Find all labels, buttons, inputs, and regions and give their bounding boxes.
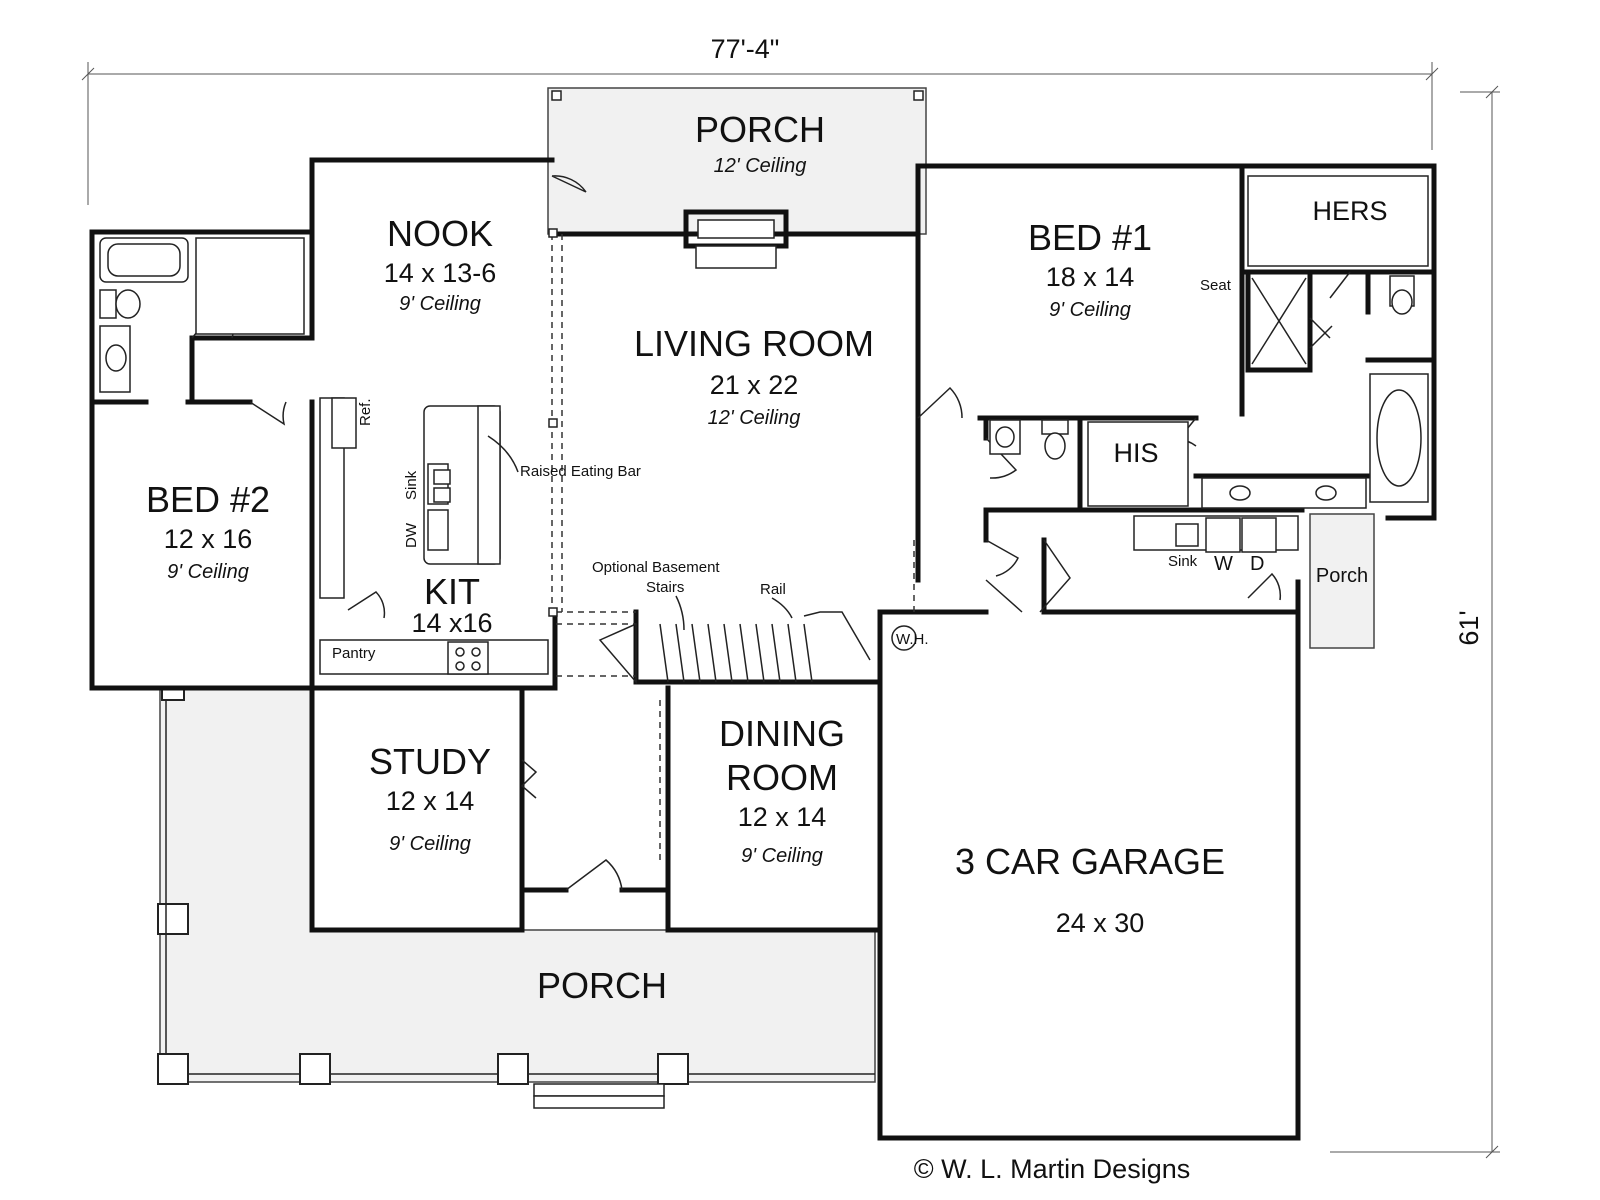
rear-porch-label: PORCH 12' Ceiling	[695, 109, 825, 177]
room-name-line1: DINING	[719, 713, 845, 754]
room-size: 12 x 16	[164, 524, 253, 554]
side-porch-label: Porch	[1316, 565, 1368, 587]
room-ceiling: 9' Ceiling	[741, 845, 823, 867]
laundry-sink-label: Sink	[1168, 553, 1198, 570]
pantry-label: Pantry	[332, 645, 376, 662]
room-name: BED #1	[1028, 217, 1152, 258]
front-steps	[533, 1083, 665, 1109]
kitchen-sink-label: Sink	[403, 470, 420, 500]
ref-label: Ref.	[357, 398, 374, 426]
kitchen-label: KIT 14 x16	[411, 571, 492, 638]
dimension-width: 77'-4"	[81, 34, 1439, 205]
depth-label: 61'	[1454, 610, 1484, 645]
room-name: LIVING ROOM	[634, 323, 874, 364]
room-ceiling: 12' Ceiling	[708, 407, 801, 429]
room-name: KIT	[424, 571, 480, 612]
dimension-depth: 61'	[1330, 85, 1500, 1159]
front-porch-label: PORCH	[537, 965, 667, 1006]
room-name-line2: ROOM	[726, 757, 838, 798]
dining-room-label: DINING ROOM 12 x 14 9' Ceiling	[719, 713, 845, 867]
room-ceiling: 9' Ceiling	[167, 561, 249, 583]
width-label: 77'-4"	[711, 34, 780, 64]
room-name: STUDY	[369, 741, 491, 782]
living-room-label: LIVING ROOM 21 x 22 12' Ceiling	[634, 323, 874, 429]
room-name: PORCH	[695, 109, 825, 150]
room-name: NOOK	[387, 213, 493, 254]
garage-label: 3 CAR GARAGE 24 x 30	[955, 841, 1225, 938]
bed2-label: BED #2 12 x 16 9' Ceiling	[146, 479, 270, 583]
room-size: 24 x 30	[1056, 908, 1145, 938]
basement-stairs-label-line2: Stairs	[646, 579, 684, 596]
walls	[89, 157, 1437, 1141]
fixtures	[99, 175, 1429, 685]
porch-posts	[157, 687, 875, 1085]
room-name: 3 CAR GARAGE	[955, 841, 1225, 882]
water-heater-label: W.H.	[896, 631, 929, 648]
room-ceiling: 9' Ceiling	[399, 293, 481, 315]
openings	[548, 228, 915, 860]
side-porch-area	[1309, 513, 1375, 649]
doors	[191, 175, 1351, 891]
room-size: 18 x 14	[1046, 262, 1135, 292]
room-size: 12 x 14	[738, 802, 827, 832]
room-ceiling: 9' Ceiling	[389, 833, 471, 855]
room-name: BED #2	[146, 479, 270, 520]
room-size: 14 x 13-6	[384, 258, 497, 288]
study-label: STUDY 12 x 14 9' Ceiling	[369, 741, 491, 855]
washer-label: W	[1214, 553, 1233, 575]
bed1-label: BED #1 18 x 14 9' Ceiling	[1028, 217, 1152, 321]
nook-label: NOOK 14 x 13-6 9' Ceiling	[384, 213, 497, 315]
closet-his-label: HIS	[1113, 438, 1158, 468]
room-ceiling: 12' Ceiling	[714, 155, 807, 177]
rail-label: Rail	[760, 581, 786, 598]
room-size: 14 x16	[411, 608, 492, 638]
basement-stairs-label-line1: Optional Basement	[592, 559, 720, 576]
dryer-label: D	[1250, 553, 1264, 575]
seat-label: Seat	[1200, 277, 1232, 294]
room-ceiling: 9' Ceiling	[1049, 299, 1131, 321]
copyright-text: © W. L. Martin Designs	[914, 1154, 1190, 1184]
room-size: 12 x 14	[386, 786, 475, 816]
closet-hers-label: HERS	[1312, 196, 1387, 226]
room-size: 21 x 22	[710, 370, 799, 400]
raised-eating-bar-label: Raised Eating Bar	[520, 463, 641, 480]
dishwasher-label: DW	[403, 522, 420, 548]
